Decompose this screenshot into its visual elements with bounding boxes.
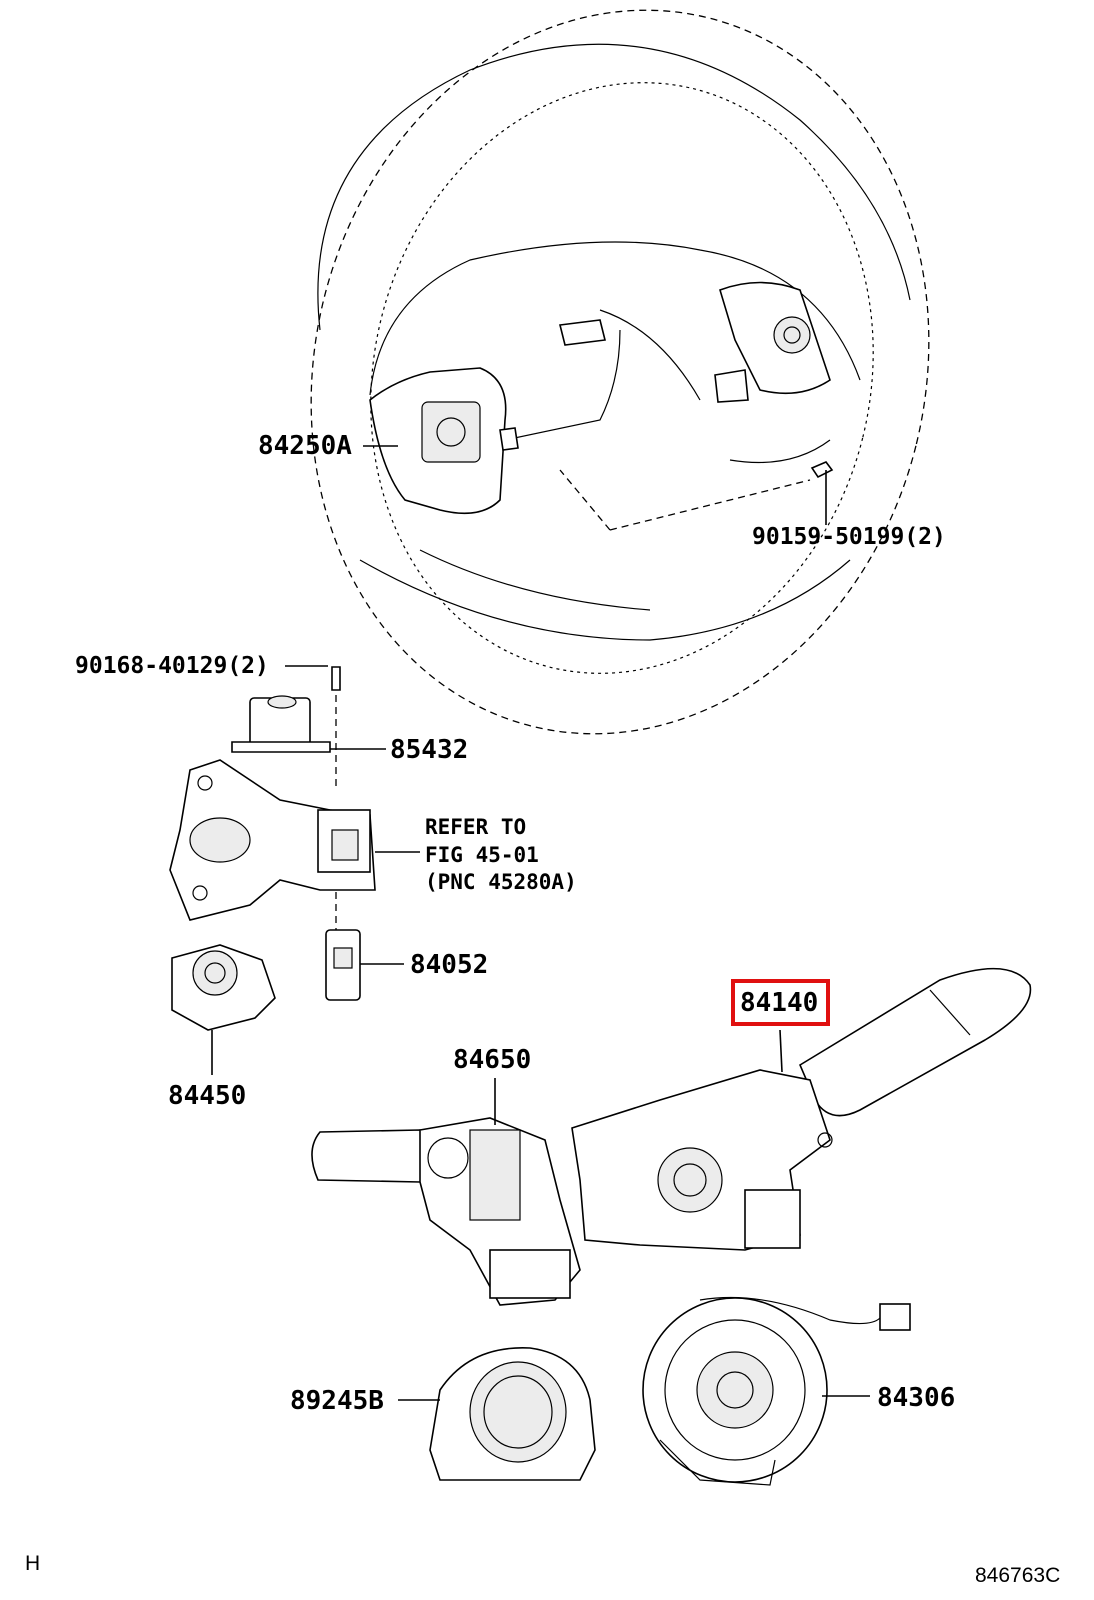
spiral-cable [642, 1296, 911, 1486]
refer-line-3: (PNC 45280A) [425, 870, 577, 895]
figure-id: 846763C [975, 1564, 1061, 1587]
wiper-switch [311, 1078, 581, 1306]
callout-steering-wheel[interactable]: 84250A [258, 431, 352, 461]
callout-wiper-switch[interactable]: 84650 [453, 1045, 532, 1075]
callout-switch-small[interactable]: 84052 [410, 950, 489, 980]
callout-spiral-cable[interactable]: 84306 [877, 1383, 956, 1413]
column-lock-assembly [169, 665, 420, 1075]
highlight-box [731, 979, 830, 1026]
steering-wheel [310, 9, 930, 735]
refer-line-2: FIG 45-01 [425, 842, 539, 867]
callout-wheel-screw[interactable]: 90159-50199(2) [752, 524, 946, 550]
refer-line-1: REFER TO [425, 815, 527, 839]
refer-note: REFER TO FIG 45-01 (PNC 45280A) [425, 814, 577, 897]
clockspring-cover [398, 1347, 596, 1481]
callout-clockspring-cover[interactable]: 89245B [290, 1386, 384, 1416]
headlamp-switch [571, 967, 1032, 1251]
footer-left-mark: H [25, 1552, 41, 1575]
callout-ignition-switch[interactable]: 84450 [168, 1081, 247, 1111]
callout-column-screw[interactable]: 90168-40129(2) [75, 653, 269, 679]
callout-transponder-amp[interactable]: 85432 [390, 735, 469, 765]
callout-headlamp-switch[interactable]: 84140 [740, 988, 819, 1018]
